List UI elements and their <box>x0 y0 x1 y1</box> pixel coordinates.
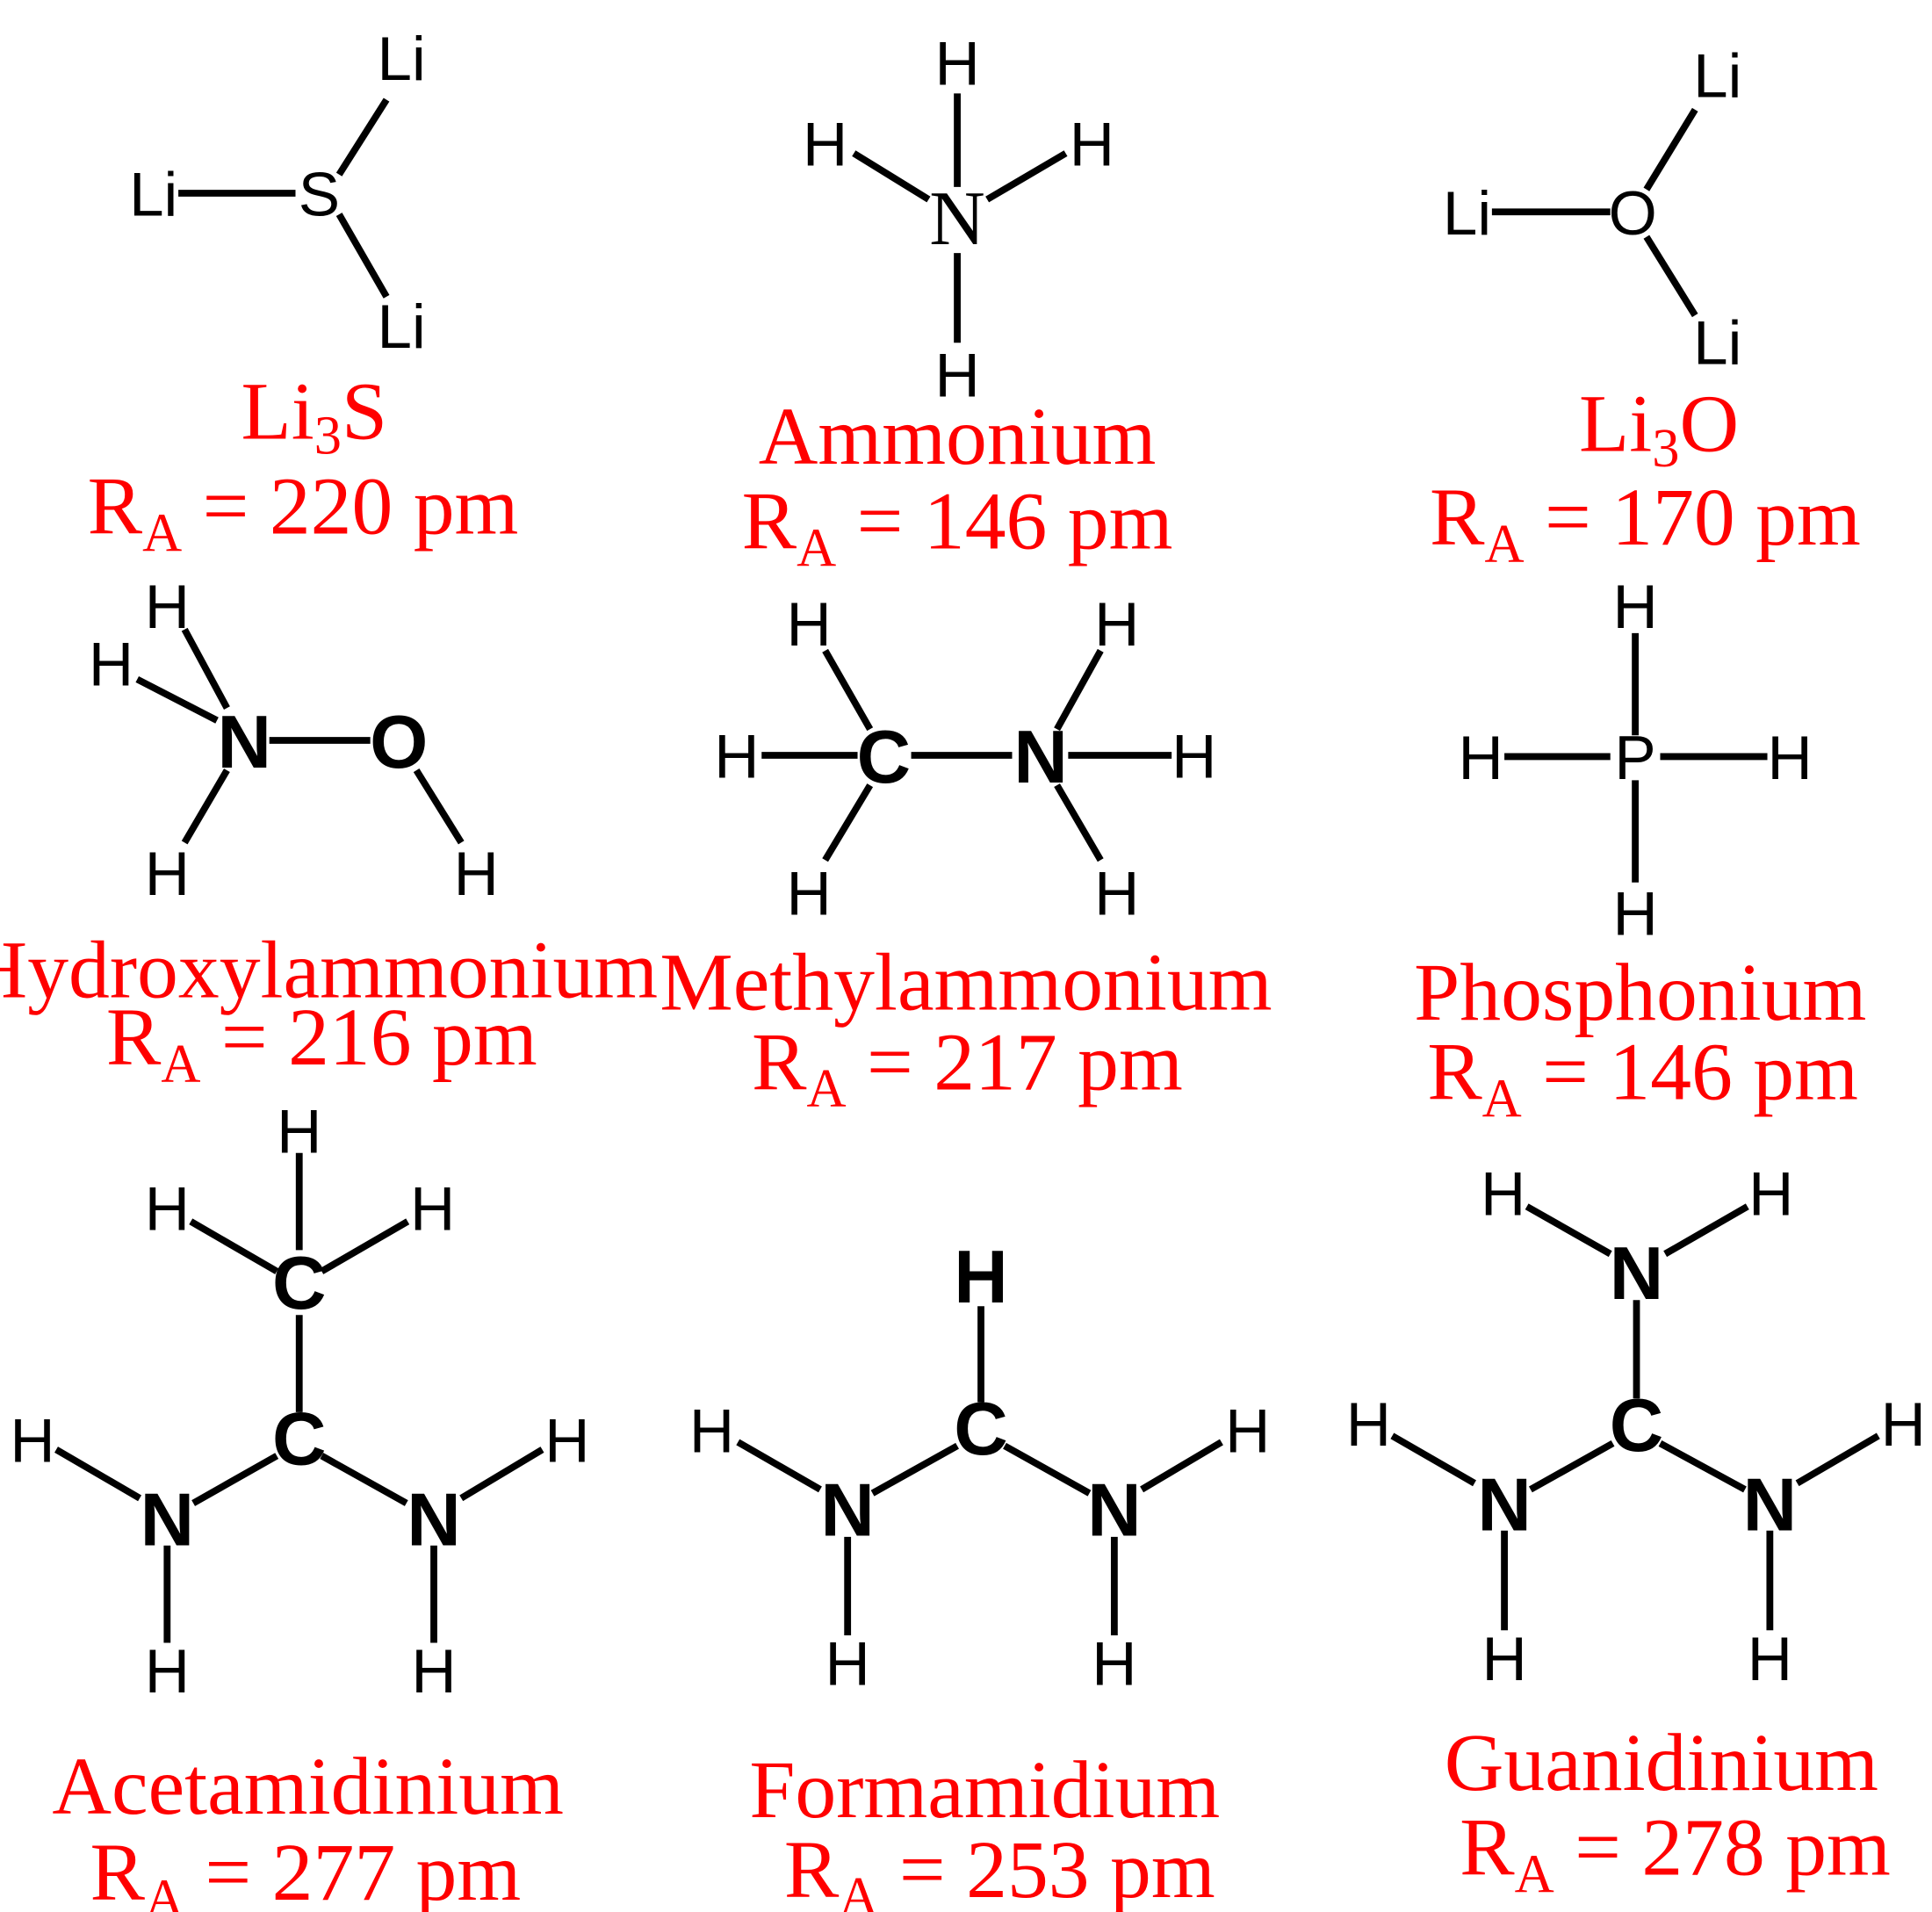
ionic-radius: RA = 146 pm <box>742 476 1173 578</box>
atom-h: H <box>1225 1396 1270 1466</box>
molecule-name: Li3O <box>1579 379 1739 479</box>
atom-h: H <box>1171 723 1216 792</box>
ionic-radius: RA = 278 pm <box>1460 1802 1891 1904</box>
atom-h: H <box>803 111 847 180</box>
molecule-name: Li3S <box>242 367 388 466</box>
atom-h: H <box>825 1630 870 1699</box>
ionic-radius: RA = 146 pm <box>1427 1028 1858 1129</box>
atom-h: H <box>1092 1630 1136 1699</box>
atom-li: Li <box>129 161 177 230</box>
atom-h: H <box>1481 1160 1525 1230</box>
atom-h: H <box>454 840 499 909</box>
atom-h: H <box>1458 724 1503 793</box>
molecule-hydroxylammonium: N O H H H H Hydroxylammonium RA = 216 pm <box>0 573 658 1094</box>
atom-h: H <box>145 573 190 642</box>
atom-h: H <box>1748 1625 1792 1694</box>
ionic-radius: RA = 170 pm <box>1430 473 1861 574</box>
ionic-radius: RA = 216 pm <box>106 992 537 1094</box>
atom-h: H <box>10 1407 54 1476</box>
atom-h: H <box>544 1407 589 1476</box>
atom-h: H <box>1481 1625 1526 1694</box>
atom-o: O <box>1609 179 1657 249</box>
atom-h: H <box>934 341 979 410</box>
atom-h: H <box>89 631 133 700</box>
atom-h: H <box>714 723 759 792</box>
molecule-name: Phosphonium <box>1414 948 1866 1038</box>
molecule-phosphonium: P H H H H Phosphonium RA = 146 pm <box>1414 573 1866 1129</box>
molecule-name: Ammonium <box>759 392 1157 482</box>
atom-h: H <box>954 1236 1007 1319</box>
atom-n: N <box>1743 1464 1797 1548</box>
atom-n: N <box>1610 1232 1663 1316</box>
atom-h: H <box>1094 590 1139 660</box>
atom-h: H <box>277 1098 321 1167</box>
atom-h: H <box>934 30 979 99</box>
molecule-methylammonium: C N H H H H H H Methylammonium RA = 217 … <box>660 590 1272 1119</box>
atom-c: C <box>1610 1384 1663 1468</box>
molecule-name: Hydroxylammonium <box>0 925 658 1015</box>
atom-c: C <box>272 1398 326 1482</box>
atom-p: P <box>1614 724 1655 793</box>
atom-n: N <box>1087 1468 1141 1552</box>
atom-c: C <box>857 716 911 799</box>
atom-c: C <box>954 1388 1007 1471</box>
atom-n: N <box>1013 716 1067 799</box>
atom-h: H <box>1767 724 1812 793</box>
atom-h: H <box>1346 1390 1391 1460</box>
atom-h: H <box>1612 879 1657 949</box>
atom-c: C <box>272 1242 326 1325</box>
atom-h: H <box>689 1396 734 1466</box>
molecule-guanidinium: N C N N H H H H H H Guanidinium RA = 278… <box>1346 1160 1926 1905</box>
atom-h: H <box>145 1175 190 1245</box>
molecule-li3s: S Li Li Li Li3S RA = 220 pm <box>88 25 519 563</box>
atom-n: N <box>141 1479 194 1562</box>
atom-h: H <box>1748 1160 1793 1230</box>
atom-n: N <box>407 1479 460 1562</box>
atom-o: O <box>370 701 428 784</box>
molecule-li3o: O Li Li Li Li3O RA = 170 pm <box>1430 42 1861 574</box>
ionic-radius: RA = 253 pm <box>784 1825 1215 1912</box>
atom-h: H <box>1612 573 1657 642</box>
atom-n: N <box>820 1468 874 1552</box>
ionic-radius: RA = 220 pm <box>88 461 519 563</box>
atom-h: H <box>1094 860 1139 929</box>
molecule-acetamidinium: C C N N H H H H H H H Acetamidinium RA =… <box>10 1098 589 1912</box>
atom-n: N <box>218 701 271 784</box>
atom-li: Li <box>1693 42 1741 112</box>
atom-li: Li <box>378 25 426 94</box>
atom-li: Li <box>1693 308 1741 378</box>
atom-n: N <box>1477 1464 1531 1548</box>
atom-li: Li <box>1443 179 1491 249</box>
molecule-name: Formamidium <box>749 1745 1220 1836</box>
molecule-name: Methylammonium <box>660 938 1272 1028</box>
molecule-name: Acetamidinium <box>52 1742 564 1832</box>
atom-s: S <box>299 161 340 230</box>
atom-h: H <box>145 840 190 909</box>
atom-n: N <box>929 177 985 262</box>
atom-h: H <box>410 1175 455 1245</box>
ionic-radius: RA = 277 pm <box>90 1828 521 1912</box>
atom-h: H <box>1070 111 1114 180</box>
molecule-ammonium: N H H H H Ammonium RA = 146 pm <box>742 30 1173 579</box>
atom-h: H <box>787 590 832 660</box>
atom-h: H <box>787 860 832 929</box>
molecule-name: Guanidinium <box>1445 1718 1878 1808</box>
ionic-radius: RA = 217 pm <box>752 1017 1183 1119</box>
atom-h: H <box>1881 1390 1926 1460</box>
molecule-formamidium: C N N H H H H H Formamidium RA = 253 pm <box>689 1236 1270 1912</box>
atom-h: H <box>145 1637 190 1706</box>
atom-h: H <box>411 1637 456 1706</box>
atom-li: Li <box>378 292 426 362</box>
